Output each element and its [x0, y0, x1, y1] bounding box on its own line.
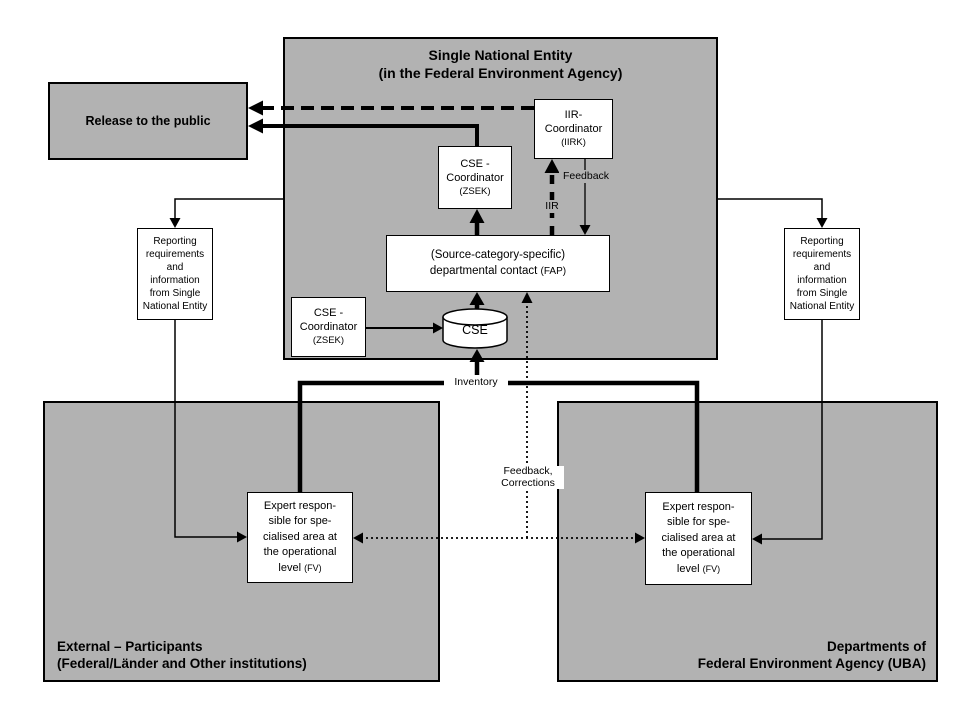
external-panel-label: External – Participants (Federal/Länder … [57, 638, 307, 672]
reporting-left-line1: Reporting [153, 236, 197, 247]
expert-right-line5-text: level [676, 562, 700, 575]
external-participants-panel: External – Participants (Federal/Länder … [43, 401, 440, 682]
feedback-corrections-edge-label: Feedback, Corrections [492, 465, 564, 489]
reporting-right-line2: requirements [792, 249, 852, 260]
sne-title-line2: (in the Federal Environment Agency) [378, 65, 623, 81]
iir-box-line2: Coordinator [544, 123, 603, 135]
iir-dashed-arrow [544, 159, 560, 235]
fap-to-cse-coordinator-arrow [469, 209, 485, 235]
cse-database-cylinder [442, 308, 508, 349]
iir-coordinator-box: IIR- Coordinator (IIRK) [534, 99, 613, 159]
iir-box-code: (IIRK) [561, 137, 586, 148]
reporting-right-line1: Reporting [800, 236, 844, 247]
fap-box-line2-text: departmental contact [429, 265, 538, 277]
reporting-left-line3: and [166, 262, 184, 273]
expert-right-line1: Expert respon- [662, 500, 735, 513]
reporting-requirements-left-box: Reporting requirements and information f… [137, 228, 213, 320]
expert-left-box: Expert respon- sible for spe- cialised a… [247, 492, 353, 583]
reporting-left-line5: from Single [149, 288, 201, 299]
fap-box-line1: (Source-category-specific) [430, 249, 566, 261]
reporting-left-line4: information [150, 275, 200, 286]
reporting-left-line6: National Entity [142, 301, 208, 312]
cse-db-to-fap-arrow [469, 292, 485, 309]
fap-box-line2: departmental contact (FAP) [430, 263, 566, 280]
uba-label-line1: Departments of [826, 639, 926, 654]
release-dashed-arrow [248, 100, 534, 116]
expert-left-code: (FV) [304, 562, 322, 573]
cse-database-label: CSE [462, 323, 488, 337]
expert-right-box: Expert respon- sible for spe- cialised a… [645, 492, 752, 585]
expert-left-line3: cialised area at [263, 530, 337, 543]
reporting-left-line2: requirements [145, 249, 205, 260]
release-to-public-label: Release to the public [85, 113, 211, 128]
feedback-corrections-line2: Corrections [501, 476, 555, 489]
iir-box-line1: IIR- [564, 109, 583, 121]
expert-left-line2: sible for spe- [268, 515, 332, 528]
expert-left-line1: Expert respon- [263, 499, 337, 512]
release-to-public-box: Release to the public [48, 82, 248, 160]
cse-coord-top-line2: Coordinator [446, 171, 504, 184]
cse-coord-bottom-code: (ZSEK) [312, 335, 345, 346]
cse-coord-bottom-line2: Coordinator [299, 321, 358, 333]
cse-coordinator-bottom-box: CSE - Coordinator (ZSEK) [291, 297, 366, 357]
expert-left-line5-text: level [278, 561, 302, 574]
cse-coord-bottom-line1: CSE - [313, 307, 344, 319]
feedback-corrections-line1: Feedback, [503, 465, 553, 477]
expert-left-line5: level (FV) [278, 561, 321, 577]
expert-right-line5: level (FV) [677, 562, 720, 578]
iir-edge-label: IIR [539, 200, 565, 213]
departmental-contact-box: (Source-category-specific) departmental … [386, 235, 610, 292]
reporting-right-to-expert-arrow [752, 320, 823, 545]
feedback-edge-label: Feedback [559, 170, 613, 183]
reporting-requirements-right-box: Reporting requirements and information f… [784, 228, 860, 320]
expert-left-line4: the operational [263, 546, 337, 559]
reporting-right-line3: and [813, 262, 831, 273]
uba-label-line2: Federal Environment Agency (UBA) [697, 656, 926, 671]
sne-to-reporting-left-arrow [169, 198, 283, 228]
cse-coordinator-top-box: CSE - Coordinator (ZSEK) [438, 146, 512, 209]
cse-coord-top-line1: CSE - [460, 157, 490, 170]
expert-right-line2: sible for spe- [667, 516, 730, 529]
external-label-line2: (Federal/Länder and Other institutions) [57, 656, 307, 671]
corrections-dotted-arrow [521, 292, 533, 538]
uba-panel-label: Departments of Federal Environment Agenc… [698, 638, 926, 672]
expert-right-line4: the operational [662, 547, 735, 560]
experts-dotted-arrow [353, 532, 645, 544]
reporting-left-to-expert-arrow [174, 320, 247, 543]
cse-coord-top-code: (ZSEK) [459, 185, 491, 197]
sne-panel-title: Single National Entity (in the Federal E… [285, 46, 716, 82]
reporting-right-line4: information [797, 275, 847, 286]
inventory-edge-label: Inventory [444, 375, 508, 390]
sne-to-reporting-right-arrow [718, 198, 828, 228]
release-solid-arrow [248, 118, 479, 146]
zsek-to-cse-db-arrow [366, 322, 443, 334]
reporting-right-line6: National Entity [789, 301, 855, 312]
fap-box-code: (FAP) [540, 266, 567, 277]
external-label-line1: External – Participants [57, 639, 203, 654]
expert-right-code: (FV) [702, 563, 721, 574]
expert-right-line3: cialised area at [661, 531, 736, 544]
reporting-right-line5: from Single [796, 288, 848, 299]
sne-title-line1: Single National Entity [428, 47, 573, 63]
